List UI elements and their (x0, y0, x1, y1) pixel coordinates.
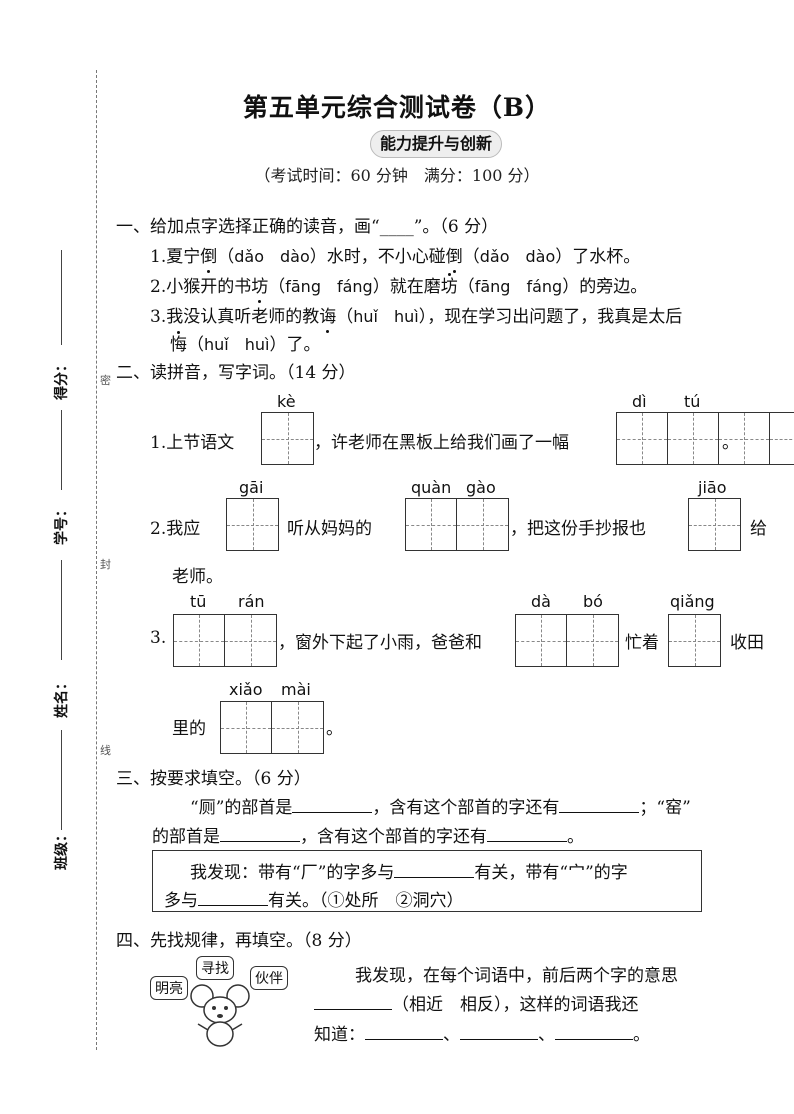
blank-yao-chars[interactable] (487, 841, 567, 842)
section4-heading: 四、先找规律，再填空。（8 分） (116, 931, 362, 951)
pinyin-da: dà (531, 592, 551, 611)
write-grid-gai[interactable] (226, 498, 279, 551)
exam-info: （考试时间：60 分钟 满分：100 分） (254, 166, 540, 185)
s2-q2-lead: 2.我应 (150, 519, 201, 539)
s3-line2: 的部首是，含有这个部首的字还有。 (152, 827, 584, 847)
s3-line1: “厕”的部首是，含有这个部首的字还有；“窑” (190, 798, 691, 818)
write-grid-quangao[interactable] (405, 498, 509, 551)
blank-ce-radical[interactable] (292, 812, 373, 813)
id-write-line-top (61, 410, 62, 490)
discovery-box (152, 850, 702, 912)
pinyin-gai: gāi (239, 478, 264, 497)
s4-text-line1: 我发现，在每个词语中，前后两个字的意思 (355, 966, 678, 986)
write-grid-dabo[interactable] (515, 614, 619, 667)
blank-word-1[interactable] (365, 1039, 443, 1040)
blank-chang-meaning[interactable] (394, 877, 475, 878)
s2-q3-cont: 里的 (172, 719, 206, 739)
s2-q1-mid: ，许老师在黑板上给我们画了一幅 (314, 433, 569, 453)
student-id-label: 学号： (54, 503, 70, 545)
seal-mark-feng: 封 (100, 558, 111, 571)
s1-question-1: 1.夏宁倒（dǎo dào）水时，不小心碰倒（dǎo dào）了水杯。 (150, 247, 641, 267)
s2-q3-end: 。 (326, 719, 343, 739)
s3-box-line1: 我发现：带有“厂”的字多与有关，带有“宀”的字 (190, 863, 628, 883)
pinyin-ke: kè (277, 392, 296, 411)
s1-question-2: 2.小猴开的书坊（fāng fáng）就在磨坊（fāng fáng）的旁边。 (150, 277, 648, 297)
s2-q2-mid2: ，把这份手抄报也 (510, 519, 646, 539)
class-write-line (61, 730, 62, 830)
pinyin-jiao: jiāo (698, 478, 727, 497)
word-tag-mingliang: 明亮 (150, 976, 188, 1000)
word-tag-xunzhao: 寻找 (196, 956, 234, 980)
s2-q3-mid3: 收田 (730, 633, 764, 653)
write-grid-ditu[interactable] (616, 412, 794, 465)
blank-pattern-choice[interactable] (314, 1009, 392, 1010)
blank-ce-chars[interactable] (559, 812, 640, 813)
write-grid-turan[interactable] (173, 614, 277, 667)
blank-xue-meaning[interactable] (198, 905, 268, 906)
seal-mark-mi: 密 (100, 374, 111, 387)
s2-q1-end: 。 (722, 433, 739, 453)
s2-q2-mid1: 听从妈妈的 (287, 519, 372, 539)
pinyin-bo: bó (583, 592, 603, 611)
blank-word-2[interactable] (460, 1039, 538, 1040)
seal-mark-xian: 线 (100, 744, 111, 757)
write-grid-jiao[interactable] (688, 498, 741, 551)
page-title: 第五单元综合测试卷（B） (242, 93, 552, 122)
pinyin-ran: rán (238, 592, 265, 611)
s2-q3-mid1: ，窗外下起了小雨，爸爸和 (278, 633, 482, 653)
section1-heading: 一、给加点字选择正确的读音，画“____”。（6 分） (116, 217, 499, 237)
binding-dashed-line (96, 70, 97, 1050)
pinyin-quan: quàn (411, 478, 452, 497)
s2-q2-cont: 老师。 (172, 567, 223, 587)
mouse-illustration (190, 984, 250, 1047)
pinyin-xiao: xiǎo (229, 680, 263, 699)
pinyin-gao: gào (466, 478, 496, 497)
write-grid-qiang[interactable] (668, 614, 721, 667)
pinyin-tu2: tū (190, 592, 207, 611)
blank-word-3[interactable] (555, 1039, 633, 1040)
write-grid-ke[interactable] (261, 412, 314, 465)
name-label: 姓名： (54, 676, 70, 718)
pinyin-tu: tú (684, 392, 701, 411)
s4-text-line3: 知道：、、。 (314, 1025, 650, 1045)
s2-q3-mid2: 忙着 (625, 633, 659, 653)
pinyin-mai: mài (281, 680, 311, 699)
s2-q3-num: 3. (150, 628, 167, 648)
section2-heading: 二、读拼音，写字词。（14 分） (116, 363, 356, 383)
score-label: 得分： (54, 358, 70, 400)
word-tag-huoban: 伙伴 (250, 966, 288, 990)
write-grid-xiaomai[interactable] (220, 701, 324, 754)
score-write-line (61, 250, 62, 345)
s1-question-3-cont: 悔（huǐ huì）了。 (170, 335, 321, 355)
pinyin-di: dì (632, 392, 647, 411)
subtitle-badge: 能力提升与创新 (370, 130, 502, 158)
s1-question-3: 3.我没认真听老师的教诲（huǐ huì），现在学习出问题了，我真是太后 (150, 307, 683, 327)
class-label: 班级： (54, 828, 70, 870)
blank-yao-radical[interactable] (220, 841, 300, 842)
s3-box-line2: 多与有关。（①处所 ②洞穴） (164, 891, 464, 911)
s2-q2-end: 给 (750, 519, 767, 539)
section3-heading: 三、按要求填空。（6 分） (116, 769, 311, 789)
pinyin-qiang: qiǎng (670, 592, 715, 611)
name-write-line (61, 560, 62, 660)
s4-text-line2: （相近 相反），这样的词语我还 (314, 990, 639, 1015)
s2-q1-lead: 1.上节语文 (150, 433, 235, 453)
